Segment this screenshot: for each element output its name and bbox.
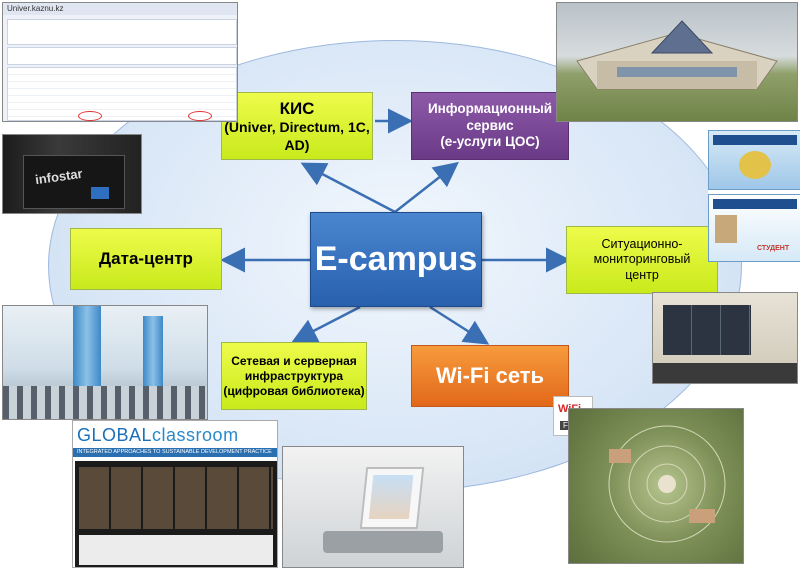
- global-classroom-image: GLOBALclassroom INTEGRATED APPROACHES TO…: [72, 420, 278, 568]
- kis-title: КИС: [279, 98, 315, 118]
- situational-line1: Ситуационно-: [601, 236, 683, 251]
- logo-classroom: classroom: [152, 425, 239, 445]
- kis-subtitle: (Univer, Directum, 1С, AD): [224, 119, 370, 153]
- datacenter-box: Дата-центр: [70, 228, 222, 290]
- network-line2: инфраструктура: [244, 368, 344, 383]
- campus-aerial-image: [568, 408, 744, 564]
- info-line3: (е-услуги ЦОС): [440, 134, 540, 150]
- situational-line3: центр: [625, 267, 659, 282]
- info-line2: сервис: [466, 117, 514, 133]
- wifi-box: Wi-Fi сеть: [411, 345, 569, 407]
- situational-line2: мониторинговый: [593, 252, 691, 267]
- logo-global: GLOBAL: [77, 425, 153, 445]
- building-render-image: [556, 2, 798, 122]
- wifi-label: Wi-Fi сеть: [435, 363, 545, 389]
- card-student-label: СТУДЕНТ: [757, 245, 790, 252]
- univer-url: Univer.kaznu.kz: [7, 4, 64, 13]
- info-line1: Информационный: [427, 100, 553, 116]
- arrow-to-network: [291, 305, 361, 343]
- univer-screenshot-image: Univer.kaznu.kz: [2, 2, 238, 122]
- conference-mic-image: [282, 446, 464, 568]
- network-line1: Сетевая и серверная: [231, 353, 357, 368]
- arrow-to-kis: [300, 162, 396, 214]
- arrow-to-wifi: [429, 305, 490, 345]
- network-box: Сетевая и серверная инфраструктура (цифр…: [221, 342, 367, 410]
- monitoring-room-image: [652, 292, 798, 384]
- open-office-image: [2, 305, 208, 420]
- kis-box: КИС (Univer, Directum, 1С, AD): [221, 92, 373, 160]
- e-campus-label: E-campus: [314, 240, 478, 279]
- logo-tagline: INTEGRATED APPROACHES TO SUSTAINABLE DEV…: [77, 449, 272, 455]
- info-service-box: Информационный сервис (е-услуги ЦОС): [411, 92, 569, 160]
- datacenter-label: Дата-центр: [99, 249, 193, 269]
- server-rack-image: infostar: [2, 134, 142, 214]
- student-cards-image: СТУДЕНТ: [708, 130, 800, 262]
- situational-center-box: Ситуационно- мониторинговый центр: [566, 226, 718, 294]
- e-campus-box: E-campus: [310, 212, 482, 307]
- network-line3: (цифровая библиотека): [223, 383, 365, 398]
- arrow-to-info: [394, 161, 459, 213]
